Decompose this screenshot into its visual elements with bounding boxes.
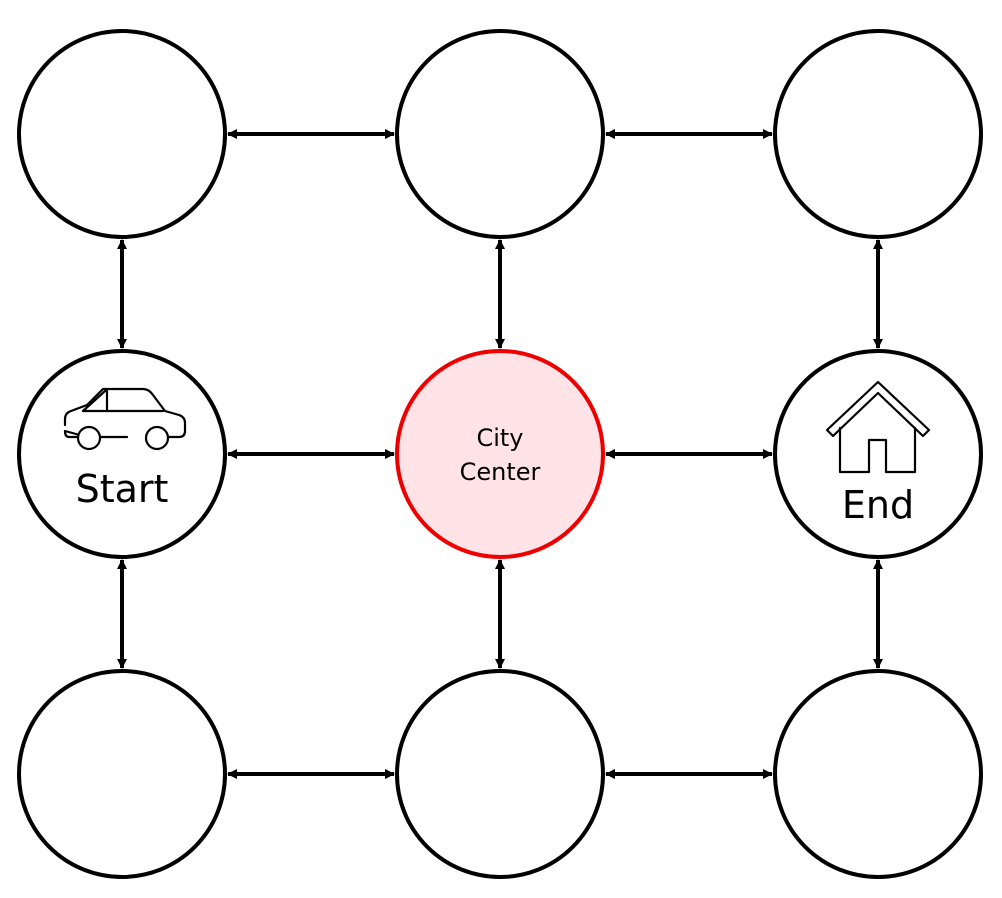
- house-icon: [825, 380, 931, 474]
- car-icon: [63, 387, 187, 451]
- node-n02: [773, 29, 983, 239]
- node-n21: [395, 669, 605, 879]
- node-n20: [17, 669, 227, 879]
- node-circle: [17, 349, 227, 559]
- node-circle: [395, 669, 605, 879]
- node-n00: [17, 29, 227, 239]
- node-circle: [17, 29, 227, 239]
- node-n01: [395, 29, 605, 239]
- node-circle: [773, 669, 983, 879]
- node-circle: [773, 29, 983, 239]
- node-circle: [395, 349, 605, 559]
- node-circle: [395, 29, 605, 239]
- node-circle: [17, 669, 227, 879]
- node-n10: Start: [17, 349, 227, 559]
- node-label: Start: [76, 467, 169, 511]
- node-label: End: [842, 483, 914, 527]
- node-n22: [773, 669, 983, 879]
- node-circle: [773, 349, 983, 559]
- node-n12: End: [773, 349, 983, 559]
- edges-layer: [117, 129, 883, 779]
